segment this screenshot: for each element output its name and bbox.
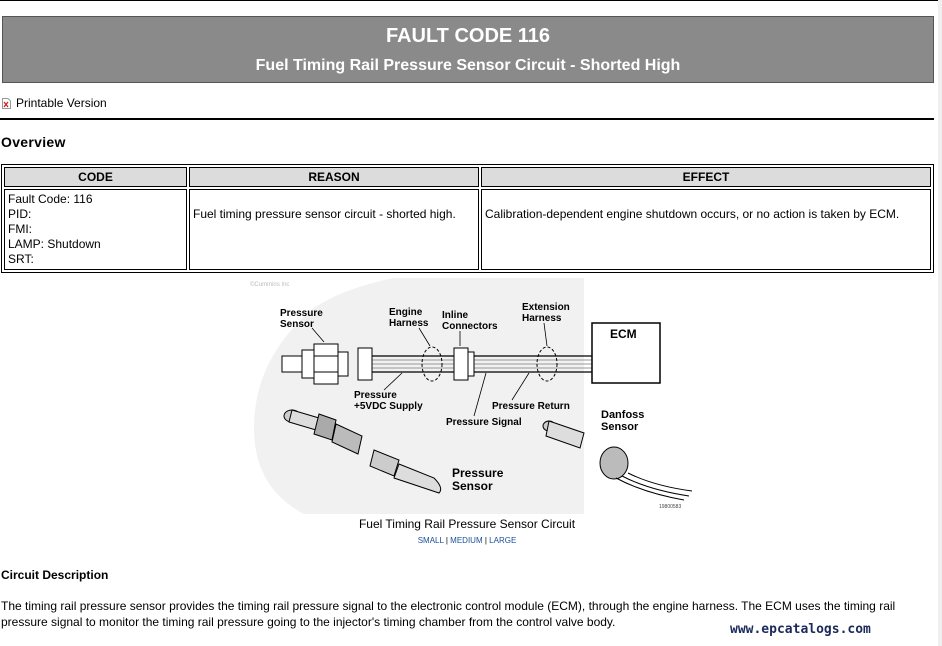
label-pressure-sensor-bottom-1: Pressure — [452, 466, 504, 480]
label-pressure-sensor-top-1: Pressure — [280, 308, 323, 319]
pressure-sensor-top-drawing — [281, 343, 373, 385]
image-size-links: SMALL | MEDIUM | LARGE — [0, 536, 934, 545]
code-line-pid: PID: — [8, 207, 32, 221]
label-pressure-return: Pressure Return — [492, 401, 570, 412]
divider — [0, 118, 934, 120]
label-engine-harness-2: Harness — [389, 318, 429, 329]
reason-text: Fuel timing pressure sensor circuit - sh… — [193, 207, 456, 221]
size-separator: | — [443, 536, 451, 545]
page-header: FAULT CODE 116 Fuel Timing Rail Pressure… — [2, 16, 934, 83]
column-header-code: CODE — [4, 167, 187, 187]
label-extension-harness-2: Harness — [522, 313, 562, 324]
label-pressure-supply-2: +5VDC Supply — [354, 401, 423, 412]
label-inline-connectors-2: Connectors — [442, 321, 498, 332]
label-pressure-sensor-bottom-2: Sensor — [452, 479, 493, 493]
top-border — [0, 0, 942, 1]
size-medium-link[interactable]: MEDIUM — [450, 536, 483, 545]
label-extension-harness-1: Extension — [522, 302, 570, 313]
size-separator: | — [482, 536, 490, 545]
label-pressure-signal: Pressure Signal — [446, 417, 522, 428]
size-large-link[interactable]: LARGE — [489, 536, 517, 545]
figure-number: 19800583 — [659, 504, 681, 510]
printable-version-link[interactable]: Printable Version — [2, 96, 107, 110]
circuit-description-text: The timing rail pressure sensor provides… — [1, 599, 896, 629]
printable-version-label[interactable]: Printable Version — [16, 96, 107, 110]
effect-cell: Calibration-dependent engine shutdown oc… — [481, 189, 931, 270]
circuit-diagram[interactable]: ©Cummins Inc ECM Pressure Sen — [244, 278, 694, 514]
ecm-label: ECM — [610, 327, 637, 341]
code-line-srt: SRT: — [8, 252, 34, 266]
ecm-box — [591, 322, 661, 384]
overview-heading: Overview — [1, 134, 66, 150]
circuit-description-heading: Circuit Description — [1, 568, 109, 582]
fault-code-title: FAULT CODE 116 — [385, 25, 551, 47]
danfoss-sensor-drawing — [542, 420, 693, 501]
fault-code-subtitle: Fuel Timing Rail Pressure Sensor Circuit… — [255, 57, 681, 74]
code-cell: Fault Code: 116 PID: FMI: LAMP: Shutdown… — [4, 189, 187, 270]
label-engine-harness-1: Engine — [389, 307, 423, 318]
label-pressure-sensor-top-2: Sensor — [280, 319, 314, 330]
table-row: Fault Code: 116 PID: FMI: LAMP: Shutdown… — [4, 189, 931, 270]
copyright-text: ©Cummins Inc — [250, 281, 289, 288]
effect-text: Calibration-dependent engine shutdown oc… — [485, 207, 900, 221]
reason-cell: Fuel timing pressure sensor circuit - sh… — [189, 189, 479, 270]
site-watermark: www.epcatalogs.com — [730, 622, 871, 637]
label-danfoss-sensor-1: Danfoss — [601, 409, 644, 421]
column-header-reason: REASON — [189, 167, 479, 187]
column-header-effect: EFFECT — [481, 167, 931, 187]
inline-connector-drawing — [453, 347, 475, 381]
code-line-fmi: FMI: — [8, 222, 32, 236]
scrollbar[interactable] — [938, 0, 942, 646]
label-pressure-supply-1: Pressure — [354, 390, 397, 401]
pressure-sensor-bottom-drawing — [283, 409, 442, 494]
code-line-lamp: LAMP: Shutdown — [8, 237, 101, 251]
code-line-fault: Fault Code: 116 — [8, 192, 93, 206]
fault-table: CODE REASON EFFECT Fault Code: 116 PID: … — [1, 164, 934, 273]
size-small-link[interactable]: SMALL — [417, 536, 444, 545]
label-danfoss-sensor-2: Sensor — [601, 421, 639, 433]
figure-caption: Fuel Timing Rail Pressure Sensor Circuit — [358, 517, 576, 531]
background-logo-shape — [254, 278, 584, 514]
label-inline-connectors-1: Inline — [442, 310, 469, 321]
pdf-icon — [2, 97, 11, 109]
